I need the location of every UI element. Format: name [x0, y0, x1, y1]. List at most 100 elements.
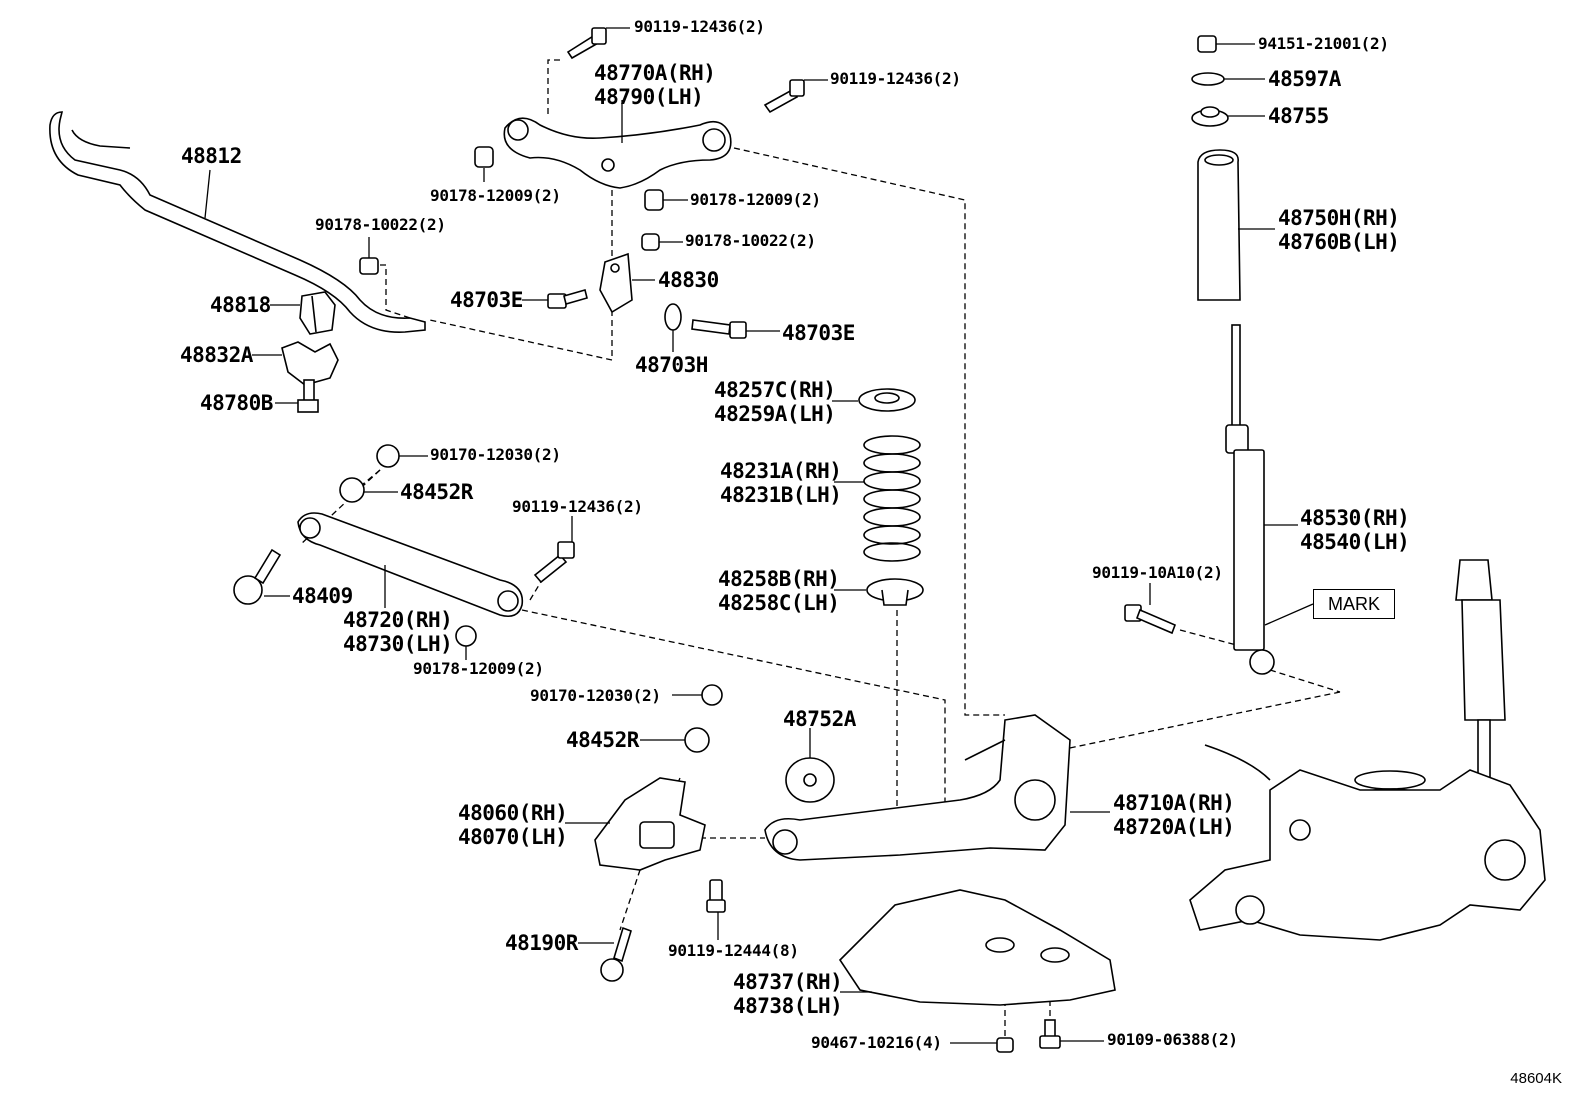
upper-bolt-b-part — [763, 79, 805, 114]
label-cam-a: 48452R — [400, 480, 473, 504]
label-coil-spring-rh: 48231A(RH) — [720, 459, 842, 483]
label-shock-absorber-rh: 48530(RH) — [1300, 506, 1410, 530]
cam-a-part — [339, 477, 365, 503]
label-bracket-bolts: 90119-12444(8) — [668, 941, 799, 960]
label-stab-bushing: 48818 — [210, 293, 271, 317]
label-coil-spring: 48231A(RH) 48231B(LH) — [720, 459, 842, 507]
label-cam-bolt: 48409 — [292, 584, 353, 608]
shock-boot-part — [1197, 149, 1241, 301]
label-nut-mid: 90178-12009(2) — [413, 659, 544, 678]
label-under-cover: 48737(RH) 48738(LH) — [733, 970, 843, 1018]
label-lower-arm-lh: 48730(LH) — [343, 631, 453, 656]
top-washer-part — [1191, 72, 1225, 86]
label-upper-spring-seat: 48257C(RH) 48259A(LH) — [714, 378, 836, 426]
label-lower-spring-seat-lh: 48258C(LH) — [718, 590, 840, 615]
label-shock-bolt: 90119-10A10(2) — [1092, 563, 1223, 582]
under-cover-part — [838, 889, 1116, 1006]
bracket-bolt-small-part — [706, 879, 726, 913]
label-lower-spring-seat-rh: 48258B(RH) — [718, 567, 840, 591]
leader-lines — [204, 27, 1314, 1044]
upper-nut-left-part — [474, 146, 494, 168]
label-rear-arm: 48710A(RH) 48720A(LH) — [1113, 791, 1235, 839]
upper-bolt-a-part — [566, 27, 607, 60]
label-nut-stab-right: 90178-10022(2) — [685, 231, 816, 250]
label-top-nut: 94151-21001(2) — [1258, 34, 1389, 53]
shock-absorber-part — [1225, 324, 1275, 675]
mid-nut-part — [455, 625, 477, 647]
label-cover-bolt: 90109-06388(2) — [1107, 1030, 1238, 1049]
stab-nut-left-part — [359, 257, 379, 275]
mid-bolt-part — [533, 541, 575, 584]
label-coil-spring-lh: 48231B(LH) — [720, 482, 842, 507]
label-link-washer: 48703H — [635, 353, 708, 377]
stabilizer-bar-part — [49, 111, 426, 333]
label-rear-arm-lh: 48720A(LH) — [1113, 814, 1235, 839]
label-bracket-bolt: 48780B — [200, 391, 273, 415]
lower-arm-part — [297, 512, 524, 618]
label-top-washer: 48597A — [1268, 67, 1341, 91]
mark-callout-box: MARK — [1313, 589, 1395, 619]
label-toe-arm-lh: 48070(LH) — [458, 824, 568, 849]
label-upper-spring-seat-rh: 48257C(RH) — [714, 378, 836, 402]
label-lower-arm-rh: 48720(RH) — [343, 608, 453, 632]
label-nut-lower-b: 90170-12030(2) — [530, 686, 661, 705]
label-cam-b: 48452R — [566, 728, 639, 752]
label-under-cover-rh: 48737(RH) — [733, 970, 843, 994]
label-link-bolt-right: 48703E — [782, 321, 855, 345]
label-upper-arm-rh: 48770A(RH) — [594, 61, 716, 85]
top-nut-part — [1197, 35, 1217, 53]
label-bushing-bracket: 48832A — [180, 343, 253, 367]
label-upper-spring-seat-lh: 48259A(LH) — [714, 401, 836, 426]
label-upper-arm-lh: 48790(LH) — [594, 84, 704, 109]
assembled-suspension-part — [1189, 559, 1546, 941]
figure-code: 48604K — [1510, 1070, 1562, 1087]
label-stabilizer-bar: 48812 — [181, 144, 242, 168]
cover-bolt-part — [1039, 1019, 1061, 1049]
upper-arm-part — [503, 117, 732, 189]
shock-bolt-part — [1124, 604, 1177, 635]
clip-part — [996, 1037, 1014, 1053]
label-toe-arm-rh: 48060(RH) — [458, 801, 568, 825]
toe-bolt-part — [600, 926, 632, 982]
toe-arm-bracket-part — [594, 777, 706, 871]
label-toe-arm: 48060(RH) 48070(LH) — [458, 801, 568, 849]
label-bolt-mid: 90119-12436(2) — [512, 497, 643, 516]
bracket-bolt-part — [297, 379, 319, 413]
bushing-bracket-part — [281, 341, 339, 386]
upper-nut-right-part — [644, 189, 664, 211]
label-shock-boot-rh: 48750H(RH) — [1278, 206, 1400, 230]
label-spring-bumper: 48752A — [783, 707, 856, 731]
spring-bumper-part — [785, 757, 835, 803]
stab-nut-right-part — [641, 233, 660, 251]
label-nut-upper-right: 90178-12009(2) — [690, 190, 821, 209]
label-rear-arm-rh: 48710A(RH) — [1113, 791, 1235, 815]
lower-nut-b-part — [701, 684, 723, 706]
label-bolt-top-b: 90119-12436(2) — [830, 69, 961, 88]
cam-b-part — [684, 727, 710, 753]
stab-link-part — [599, 252, 633, 314]
label-clip: 90467-10216(4) — [811, 1033, 942, 1052]
link-bolt-left-part — [547, 289, 588, 309]
label-nut-lower-a: 90170-12030(2) — [430, 445, 561, 464]
label-bolt-top-a: 90119-12436(2) — [634, 17, 765, 36]
label-under-cover-lh: 48738(LH) — [733, 993, 843, 1018]
label-mount-cushion: 48755 — [1268, 104, 1329, 128]
mount-cushion-part — [1191, 106, 1229, 127]
label-link-bolt-left: 48703E — [450, 288, 523, 312]
label-toe-bolt: 48190R — [505, 931, 578, 955]
link-washer-part — [664, 303, 682, 331]
label-nut-upper-left: 90178-12009(2) — [430, 186, 561, 205]
label-shock-boot: 48750H(RH) 48760B(LH) — [1278, 206, 1400, 254]
label-shock-absorber: 48530(RH) 48540(LH) — [1300, 506, 1410, 554]
label-shock-boot-lh: 48760B(LH) — [1278, 229, 1400, 254]
label-upper-arm: 48770A(RH) 48790(LH) — [594, 61, 716, 109]
label-stab-link: 48830 — [658, 268, 719, 292]
label-lower-spring-seat: 48258B(RH) 48258C(LH) — [718, 567, 840, 615]
coil-spring-part — [863, 435, 921, 562]
stab-bushing-part — [299, 291, 336, 335]
label-nut-stab-left: 90178-10022(2) — [315, 215, 446, 234]
rear-arm-part — [764, 714, 1071, 861]
lower-spring-seat-part — [866, 578, 924, 606]
